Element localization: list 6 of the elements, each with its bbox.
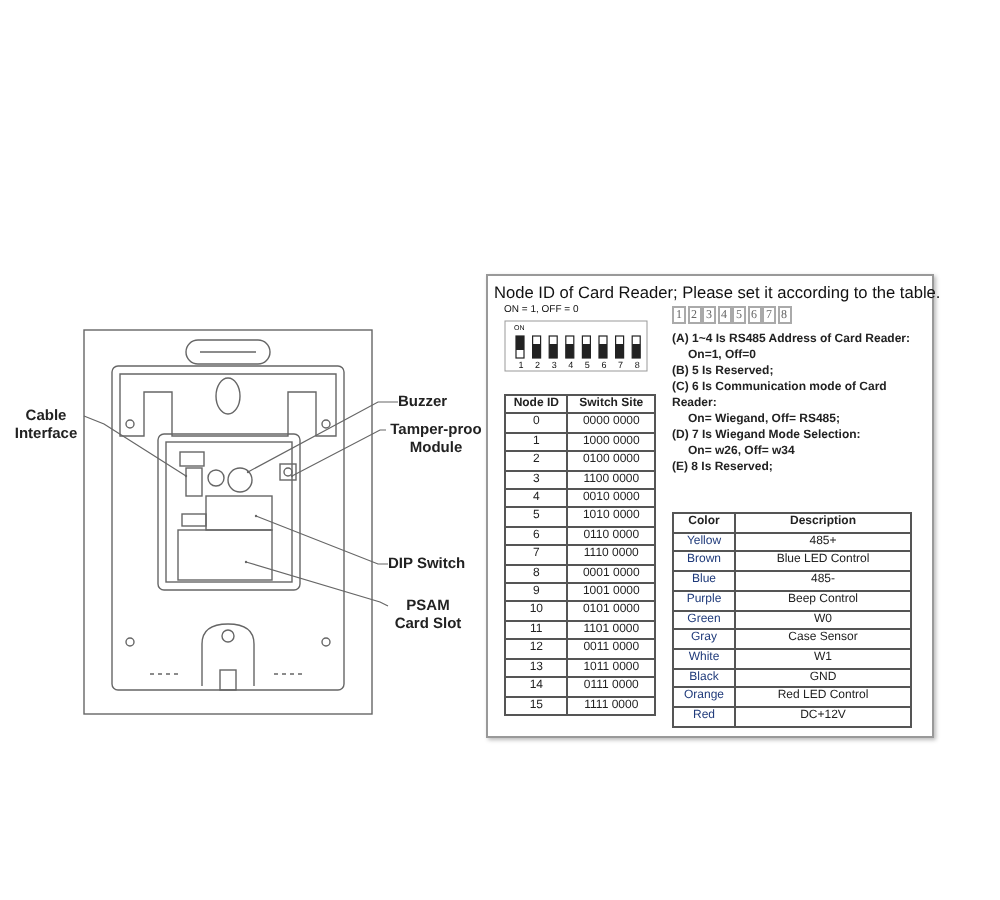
leader-line — [83, 415, 188, 478]
leader-line — [290, 429, 387, 478]
panel-title: Node ID of Card Reader; Please set it according to the table. — [494, 282, 941, 302]
leader-line — [244, 560, 389, 607]
leader-line — [246, 401, 399, 474]
leader-line — [254, 514, 389, 565]
